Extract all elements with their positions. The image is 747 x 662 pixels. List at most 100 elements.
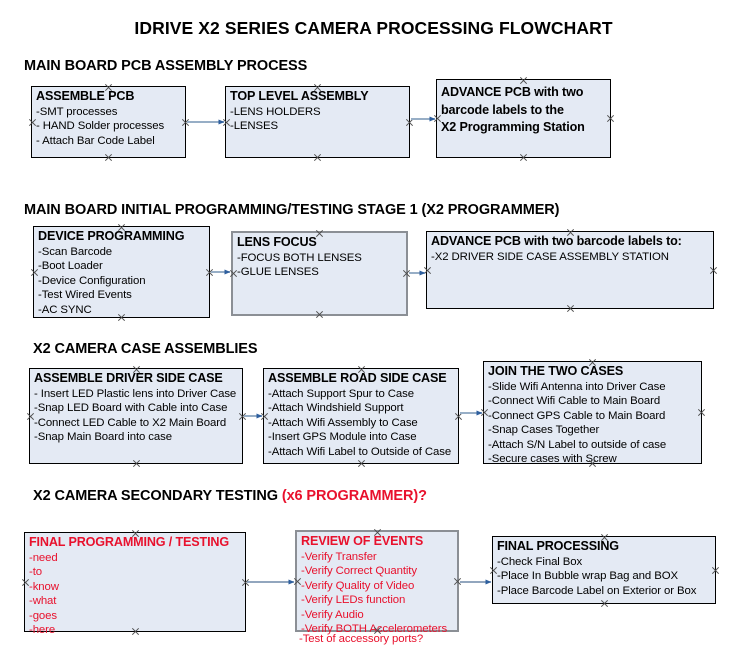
box-line: -Test Wired Events xyxy=(38,289,132,302)
box-line: -Snap Main Board into case xyxy=(34,431,172,444)
box-line: - HAND Solder processes xyxy=(36,120,165,133)
box-line: -Connect Wifi Cable to Main Board xyxy=(488,395,661,408)
box-line: -what xyxy=(29,595,57,608)
process-box-final-processing[interactable]: FINAL PROCESSING -Check Final Box -Place… xyxy=(492,536,716,604)
section-header-text: X2 CAMERA SECONDARY TESTING xyxy=(33,488,282,504)
process-box-top-level-assembly[interactable]: TOP LEVEL ASSEMBLY -LENS HOLDERS -LENSES xyxy=(225,86,410,158)
section-header-text: X2 CAMERA CASE ASSEMBLIES xyxy=(33,341,258,357)
box-title: X2 Programming Station xyxy=(441,120,585,134)
box-title: ASSEMBLE ROAD SIDE CASE xyxy=(268,371,447,385)
section-header-text: MAIN BOARD PCB ASSEMBLY PROCESS xyxy=(24,58,308,74)
box-content: ASSEMBLE DRIVER SIDE CASE - Insert LED P… xyxy=(34,371,242,445)
box-content: LENS FOCUS -FOCUS BOTH LENSES -GLUE LENS… xyxy=(237,235,406,280)
box-line: -Attach Wifi Assembly to Case xyxy=(268,416,418,429)
box-title: JOIN THE TWO CASES xyxy=(488,364,624,378)
connector-handle-bottom[interactable] xyxy=(132,459,141,468)
box-title: FINAL PROCESSING xyxy=(497,539,619,553)
box-line: -Device Configuration xyxy=(38,274,146,287)
process-box-device-programming[interactable]: DEVICE PROGRAMMING -Scan Barcode -Boot L… xyxy=(33,226,210,318)
box-line: -here xyxy=(29,624,56,637)
box-content: FINAL PROCESSING -Check Final Box -Place… xyxy=(497,539,715,598)
box-title: ADVANCE PCB with two barcode labels to: xyxy=(431,234,682,248)
box-title: ASSEMBLE PCB xyxy=(36,89,135,103)
section-header-main-board-pcb-assembly: MAIN BOARD PCB ASSEMBLY PROCESS xyxy=(24,58,307,74)
box-content: JOIN THE TWO CASES -Slide Wifi Antenna i… xyxy=(488,364,701,467)
box-line: -AC SYNC xyxy=(38,303,92,316)
process-box-assemble-road-side-case[interactable]: ASSEMBLE ROAD SIDE CASE -Attach Support … xyxy=(263,368,459,464)
box-line: -know xyxy=(29,580,59,593)
section-header-accent-text: (x6 PROGRAMMER)? xyxy=(281,488,427,504)
box-title: ASSEMBLE DRIVER SIDE CASE xyxy=(34,371,223,385)
box-line: -Verify Audio xyxy=(301,608,364,621)
box-line: -Check Final Box xyxy=(497,555,583,568)
box-line: -GLUE LENSES xyxy=(237,266,319,279)
process-box-assemble-driver-side-case[interactable]: ASSEMBLE DRIVER SIDE CASE - Insert LED P… xyxy=(29,368,243,464)
process-box-assemble-pcb[interactable]: ASSEMBLE PCB -SMT processes - HAND Solde… xyxy=(31,86,186,158)
box-line: -Insert GPS Module into Case xyxy=(268,431,417,444)
connector-handle-bottom[interactable] xyxy=(313,153,322,162)
process-box-review-of-events[interactable]: REVIEW OF EVENTS -Verify Transfer -Verif… xyxy=(295,530,459,635)
box-title: TOP LEVEL ASSEMBLY xyxy=(230,89,369,103)
box-line: -Verify LEDs function xyxy=(301,594,406,607)
box-line: -Place In Bubble wrap Bag and BOX xyxy=(497,570,678,583)
box-line: -Attach Support Spur to Case xyxy=(268,387,414,400)
box-content: ASSEMBLE PCB -SMT processes - HAND Solde… xyxy=(36,89,185,148)
section-header-x2-camera-secondary-testing: X2 CAMERA SECONDARY TESTING (x6 PROGRAMM… xyxy=(33,488,427,504)
box-line: -Verify Transfer xyxy=(301,550,377,563)
box-line: -Place Barcode Label on Exterior or Box xyxy=(497,584,697,597)
connector-handle-bottom[interactable] xyxy=(357,459,366,468)
box-line: -Snap LED Board with Cable into Case xyxy=(34,402,228,415)
box-line: -Connect GPS Cable to Main Board xyxy=(488,409,666,422)
box-line: -Snap Cases Together xyxy=(488,424,600,437)
connector-handle-bottom[interactable] xyxy=(315,310,324,319)
box-line: -LENSES xyxy=(230,120,279,133)
box-line: - Attach Bar Code Label xyxy=(36,134,155,147)
box-line: -Attach S/N Label to outside of case xyxy=(488,438,667,451)
section-header-x2-camera-case-assemblies: X2 CAMERA CASE ASSEMBLIES xyxy=(33,341,258,357)
box-line: -FOCUS BOTH LENSES xyxy=(237,251,362,264)
box-line: -need xyxy=(29,551,58,564)
box-line: -Verify Correct Quantity xyxy=(301,565,417,578)
box-line: -Secure cases with Screw xyxy=(488,453,617,466)
box-line: -Verify Quality of Video xyxy=(301,579,415,592)
box-title: ADVANCE PCB with two xyxy=(441,85,584,99)
section-header-text: MAIN BOARD INITIAL PROGRAMMING/TESTING S… xyxy=(24,202,560,218)
box-line: -X2 DRIVER SIDE CASE ASSEMBLY STATION xyxy=(431,250,669,263)
box-content: ADVANCE PCB with two barcode labels to t… xyxy=(441,84,610,137)
connector-handle-bottom[interactable] xyxy=(104,153,113,162)
box-line: -LENS HOLDERS xyxy=(230,105,321,118)
box-line: - Insert LED Plastic lens into Driver Ca… xyxy=(34,387,237,400)
connector-handle-bottom[interactable] xyxy=(600,599,609,608)
process-box-advance-pcb-to-driver-side-case[interactable]: ADVANCE PCB with two barcode labels to: … xyxy=(426,231,714,309)
connector-handle-left[interactable] xyxy=(423,266,432,275)
box-line: -Connect LED Cable to X2 Main Board xyxy=(34,416,227,429)
box-title: REVIEW OF EVENTS xyxy=(301,534,424,548)
box-content: ADVANCE PCB with two barcode labels to: … xyxy=(431,234,713,264)
process-box-final-programming-testing[interactable]: FINAL PROGRAMMING / TESTING -need -to -k… xyxy=(24,532,246,636)
process-box-advance-pcb-to-programming-station[interactable]: ADVANCE PCB with two barcode labels to t… xyxy=(436,79,611,158)
box-content: ASSEMBLE ROAD SIDE CASE -Attach Support … xyxy=(268,371,458,459)
box-title: LENS FOCUS xyxy=(237,235,317,249)
connector-handle-bottom[interactable] xyxy=(519,153,528,162)
box-title: FINAL PROGRAMMING / TESTING xyxy=(29,535,230,549)
process-box-join-the-two-cases[interactable]: JOIN THE TWO CASES -Slide Wifi Antenna i… xyxy=(483,361,702,467)
process-box-lens-focus[interactable]: LENS FOCUS -FOCUS BOTH LENSES -GLUE LENS… xyxy=(231,231,408,316)
box-title: DEVICE PROGRAMMING xyxy=(38,229,185,243)
box-line: -Attach Windshield Support xyxy=(268,402,404,415)
box-line: -Verify BOTH Accelerometers xyxy=(301,623,448,636)
page-title: IDRIVE X2 SERIES CAMERA PROCESSING FLOWC… xyxy=(134,18,613,38)
box-content: TOP LEVEL ASSEMBLY -LENS HOLDERS -LENSES xyxy=(230,89,409,134)
box-title: barcode labels to the xyxy=(441,102,564,117)
box-line: -Boot Loader xyxy=(38,260,103,273)
connector-handle-right[interactable] xyxy=(709,266,718,275)
connector-handle-bottom[interactable] xyxy=(566,304,575,313)
box-content: REVIEW OF EVENTS -Verify Transfer -Verif… xyxy=(301,534,457,637)
box-line: -Attach Wifi Label to Outside of Case xyxy=(268,445,452,458)
box-content: FINAL PROGRAMMING / TESTING -need -to -k… xyxy=(29,535,245,638)
box-line: -SMT processes xyxy=(36,105,118,118)
box-line: -goes xyxy=(29,609,57,622)
section-header-main-board-initial-programming: MAIN BOARD INITIAL PROGRAMMING/TESTING S… xyxy=(24,202,560,218)
review-of-events-overflow-line: -Test of accessory ports? xyxy=(299,633,424,645)
box-line: -Scan Barcode xyxy=(38,245,113,258)
